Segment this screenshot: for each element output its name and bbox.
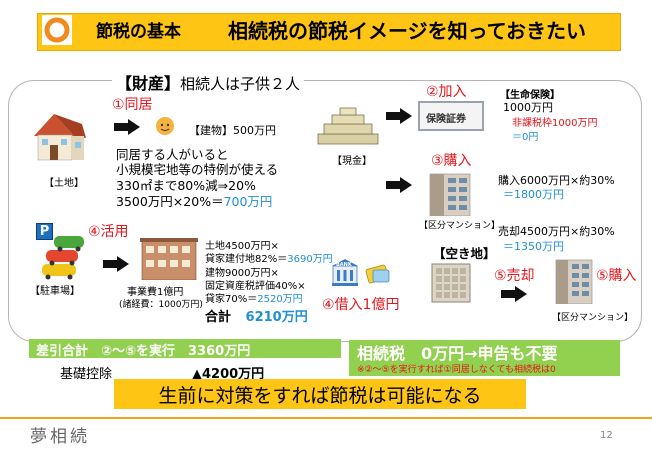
parking-line-5-text: 貸家70%＝ [205,294,258,305]
header-category: 節税の基本 [96,22,181,42]
parking-line-2-text: 貸家建付地82%＝ [205,254,288,265]
parking-total-label: 合計 [205,310,232,325]
building-amount: 500万円 [233,124,276,137]
apartment-building-icon [429,173,471,216]
insurance-card: 保険証券 [418,101,484,131]
cash-stack-icon [317,107,379,145]
arrow-right-icon [501,286,527,302]
step-1-label: ①同居 [112,97,153,113]
step-5-sell-label: ⑤売却 [494,268,535,284]
arrow-right-icon [386,177,412,193]
tax-result-box [349,340,620,376]
loan-step-label: ④借入1億円 [322,297,400,313]
house-icon [34,114,86,161]
arrow-right-icon [103,256,129,272]
step-3-label: ③購入 [431,153,472,169]
purchase-result: ＝1800万円 [503,188,564,201]
step-5-buy-label: ⑤購入 [596,268,637,284]
frame-title-rest: 相続人は子供２人 [180,75,301,93]
building-label: 【建物】 [189,124,233,137]
land-label: 【土地】 [44,178,84,189]
parking-total: 合計 6210万円 [205,306,308,325]
parking-line-1: 土地4500万円× [205,241,279,252]
sell-calc: 売却4500万円×約30% [498,225,615,238]
frame-title-bracket: 【財産】 [116,74,181,93]
parking-label: 【駐車場】 [30,286,80,297]
conclusion-text: 生前に対策をすれば節税は可能になる [158,385,482,407]
step-2-label: ②加入 [426,84,467,100]
rental-building-icon [140,238,198,280]
parking-line-2-result: 3690万円 [287,254,333,265]
parking-sign-icon: P [36,223,53,240]
tax-result: 相続税 0万円→申告も不要 [357,344,558,363]
mansion-label-1: 【区分マンション】 [419,221,501,231]
cohabit-note-1: 同居する人がいると [116,147,229,162]
conclusion-bar [114,379,526,409]
cohabit-note-3: 330㎡まで80%減⇒20% [116,178,256,193]
project-cost: 事業費1億円 [127,287,184,298]
insurance-result: ＝0円 [512,132,539,143]
purchase-calc: 購入6000万円×約30% [498,174,615,187]
insurance-label: 【生命保険】 [500,90,560,101]
sell-result: ＝1350万円 [503,240,564,253]
arrow-right-icon [114,119,140,135]
mansion-label-2: 【区分マンション】 [552,313,634,323]
header-bar [37,13,621,51]
parking-total-value: 6210万円 [245,310,308,325]
cash-label: 【現金】 [332,156,372,167]
footer-divider [0,417,652,419]
person-icon [156,117,174,135]
parking-line-5-result: 2520万円 [257,294,303,305]
parking-line-3: 建物9000万円× [205,268,279,279]
step-4-label: ④活用 [88,224,129,240]
parking-line-5: 貸家70%＝2520万円 [205,290,303,305]
cars-icon [42,236,84,280]
logo-icon [42,15,72,45]
tax-note: ※②～⑤を実行すれば①同居しなくても相続税は0 [357,365,556,375]
arrow-right-icon [386,108,412,124]
page-title: 相続税の節税イメージを知っておきたい [228,19,586,43]
building-value: 【建物】500万円 [189,122,276,138]
parking-line-2: 貸家建付地82%＝3690万円 [205,250,333,265]
basic-deduction-value: ▲4200万円 [192,367,265,382]
land-calc: 3500万円×20%＝700万円 [116,191,272,210]
footer-brand: 夢相続 [30,427,90,447]
insurance-amount: 1000万円 [503,101,553,114]
parking-line-4: 固定資産税評価40%× [205,281,306,292]
vacant-lot-icon [431,263,471,303]
land-calc-text: 3500万円×20%＝ [116,194,224,209]
summary-line: 差引合計 ②～⑤を実行 3360万円 [36,344,251,359]
money-card-icon [365,264,390,284]
summary-bar [29,339,341,358]
page-number: 12 [600,430,613,441]
cohabit-note-2: 小規模宅地等の特例が使える [116,162,279,177]
basic-deduction-label: 基礎控除 [60,367,113,382]
bank-text: BANK [336,262,352,268]
project-cost-note: (諸経費：1000万円) [119,300,203,310]
vacant-land-label: 【空き地】 [433,246,496,261]
bank-icon [332,259,358,286]
insurance-exempt: 非課税枠1000万円 [512,118,598,129]
insurance-card-text: 保険証券 [426,114,466,125]
apartment-building-icon [555,259,593,304]
land-calc-result: 700万円 [223,194,273,209]
frame-title: 【財産】相続人は子供２人 [112,70,305,94]
